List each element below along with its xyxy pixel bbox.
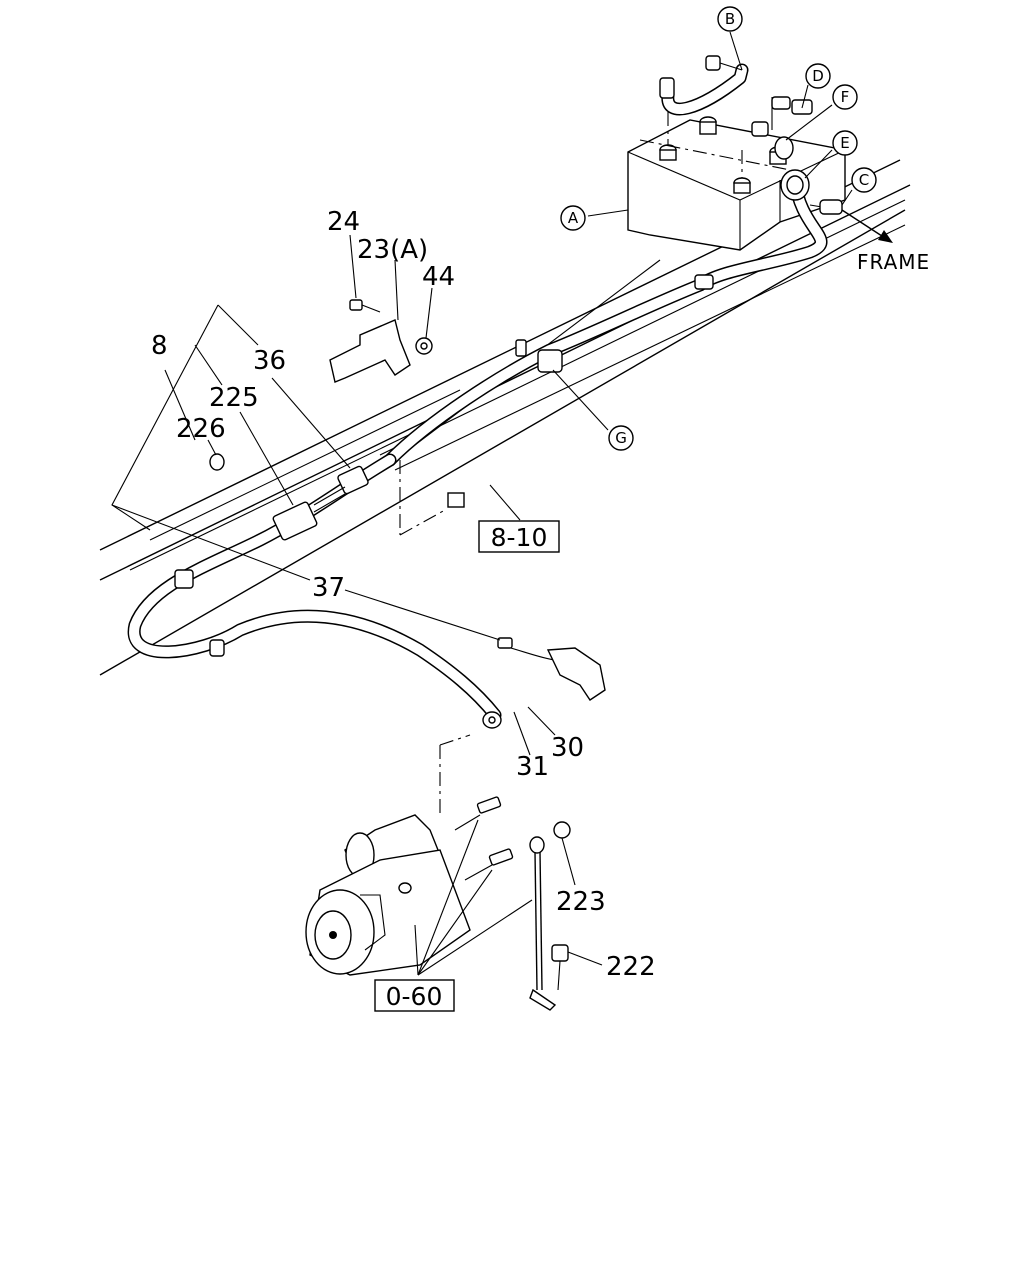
callout-8: 8: [151, 331, 168, 361]
frame-label: FRAME: [857, 250, 930, 274]
circle-callout-c: C: [851, 167, 877, 193]
callout-36: 36: [253, 346, 286, 376]
callout-223: 223: [556, 887, 606, 917]
circle-callout-a: A: [560, 205, 586, 231]
callout-23a: 23(A): [357, 235, 428, 265]
callout-30: 30: [551, 733, 584, 763]
circle-label-b: B: [725, 10, 735, 28]
callout-222: 222: [606, 952, 656, 982]
starter-harness: [127, 453, 606, 729]
circle-callout-g: G: [608, 425, 634, 451]
circle-callout-f: F: [832, 84, 858, 110]
callout-225: 225: [209, 383, 259, 413]
callout-31: 31: [516, 752, 549, 782]
circle-label-g: G: [615, 429, 627, 447]
ref-label-0-60: 0-60: [386, 982, 443, 1011]
circle-label-a: A: [568, 209, 579, 227]
jumper-cable-b: [659, 55, 749, 116]
ref-box-8-10: 8-10: [478, 520, 560, 553]
bracket-23a: [329, 299, 433, 383]
circle-label-d: D: [812, 67, 824, 85]
ref-label-8-10: 8-10: [491, 523, 548, 552]
callout-37: 37: [312, 573, 345, 603]
callout-24: 24: [327, 207, 360, 237]
callout-226: 226: [176, 414, 226, 444]
circle-callout-e: E: [832, 130, 858, 156]
circle-callout-b: B: [717, 6, 743, 32]
ref-box-0-60: 0-60: [374, 979, 455, 1012]
circle-callout-d: D: [805, 63, 831, 89]
battery-cable: [383, 169, 843, 467]
callout-44: 44: [422, 262, 455, 292]
circle-label-e: E: [840, 134, 849, 152]
circle-label-c: C: [859, 171, 869, 189]
connector-8-10: [399, 460, 465, 536]
leader-lines: [111, 31, 893, 976]
starter-motor: [305, 734, 514, 976]
ground-strap: [529, 821, 571, 1011]
circle-label-f: F: [841, 88, 850, 106]
